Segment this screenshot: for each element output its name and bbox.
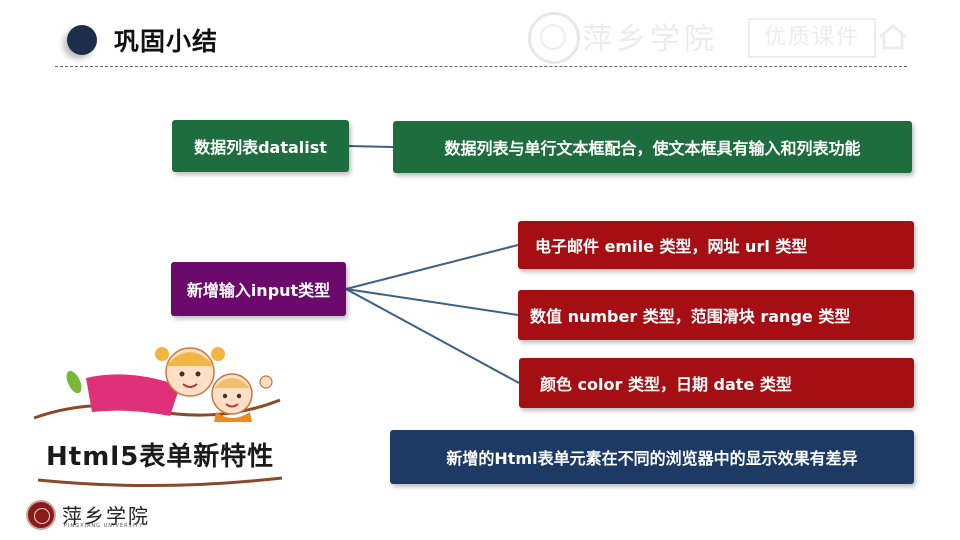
input-type-number-range-box: 数值 number 类型，范围滑块 range 类型 (518, 290, 914, 340)
footer-school-name-en: PINGXIANG UNIVERSITY (64, 523, 144, 529)
feature-title-underline (37, 476, 283, 488)
connector-email (345, 244, 519, 290)
title-bullet-icon (67, 25, 97, 55)
watermark-emblem-icon (528, 12, 580, 64)
datalist-box: 数据列表datalist (172, 120, 349, 172)
connector-number (345, 288, 519, 316)
browser-note-box: 新增的Html表单元素在不同的浏览器中的显示效果有差异 (390, 430, 914, 484)
datalist-description-box: 数据列表与单行文本框配合，使文本框具有输入和列表功能 (393, 121, 912, 173)
footer-school-name: 萍乡学院 (62, 504, 150, 528)
school-emblem-icon (26, 500, 56, 530)
input-types-box: 新增输入input类型 (171, 262, 346, 316)
feature-title: Html5表单新特性 (46, 442, 275, 472)
input-type-email-url-box: 电子邮件 emile 类型，网址 url 类型 (518, 221, 914, 269)
house-icon (879, 24, 907, 50)
page-title: 巩固小结 (114, 27, 219, 56)
connector-color (345, 288, 520, 384)
header-divider (55, 66, 907, 67)
watermark-badge-text: 优质课件 (763, 25, 860, 50)
watermark-badge: 优质课件 (748, 18, 876, 58)
connector-datalist (348, 145, 394, 148)
watermark-school-name: 萍乡学院 (582, 22, 718, 57)
input-type-color-date-box: 颜色 color 类型，日期 date 类型 (519, 358, 914, 408)
kids-illustration (33, 347, 281, 422)
